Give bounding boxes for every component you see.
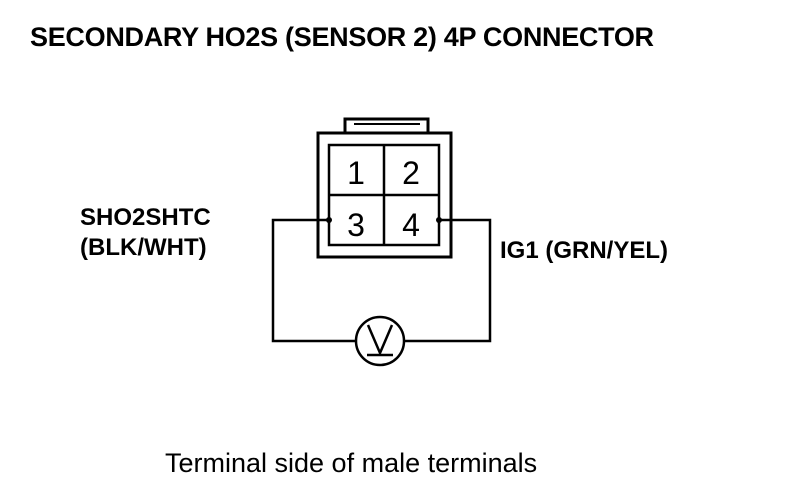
left-terminal-signal-label: SHO2SHTC	[80, 204, 211, 231]
pin-3-label: 3	[347, 207, 365, 243]
voltmeter-icon	[354, 315, 406, 367]
pin-2-label: 2	[402, 155, 420, 191]
connector-pin-grid	[329, 145, 439, 245]
right-terminal-label: IG1 (GRN/YEL)	[500, 237, 669, 264]
pin-1-label: 1	[347, 155, 365, 191]
pin-3-probe-point	[326, 217, 332, 223]
left-terminal-wire-color-label: (BLK/WHT)	[80, 234, 207, 261]
diagram-caption: Terminal side of male terminals	[165, 448, 538, 478]
pin-4-label: 4	[402, 207, 420, 243]
diagram-title: SECONDARY HO2S (SENSOR 2) 4P CONNECTOR	[30, 22, 654, 52]
pin-4-probe-point	[436, 217, 442, 223]
test-circuit-wiring	[271, 218, 492, 343]
